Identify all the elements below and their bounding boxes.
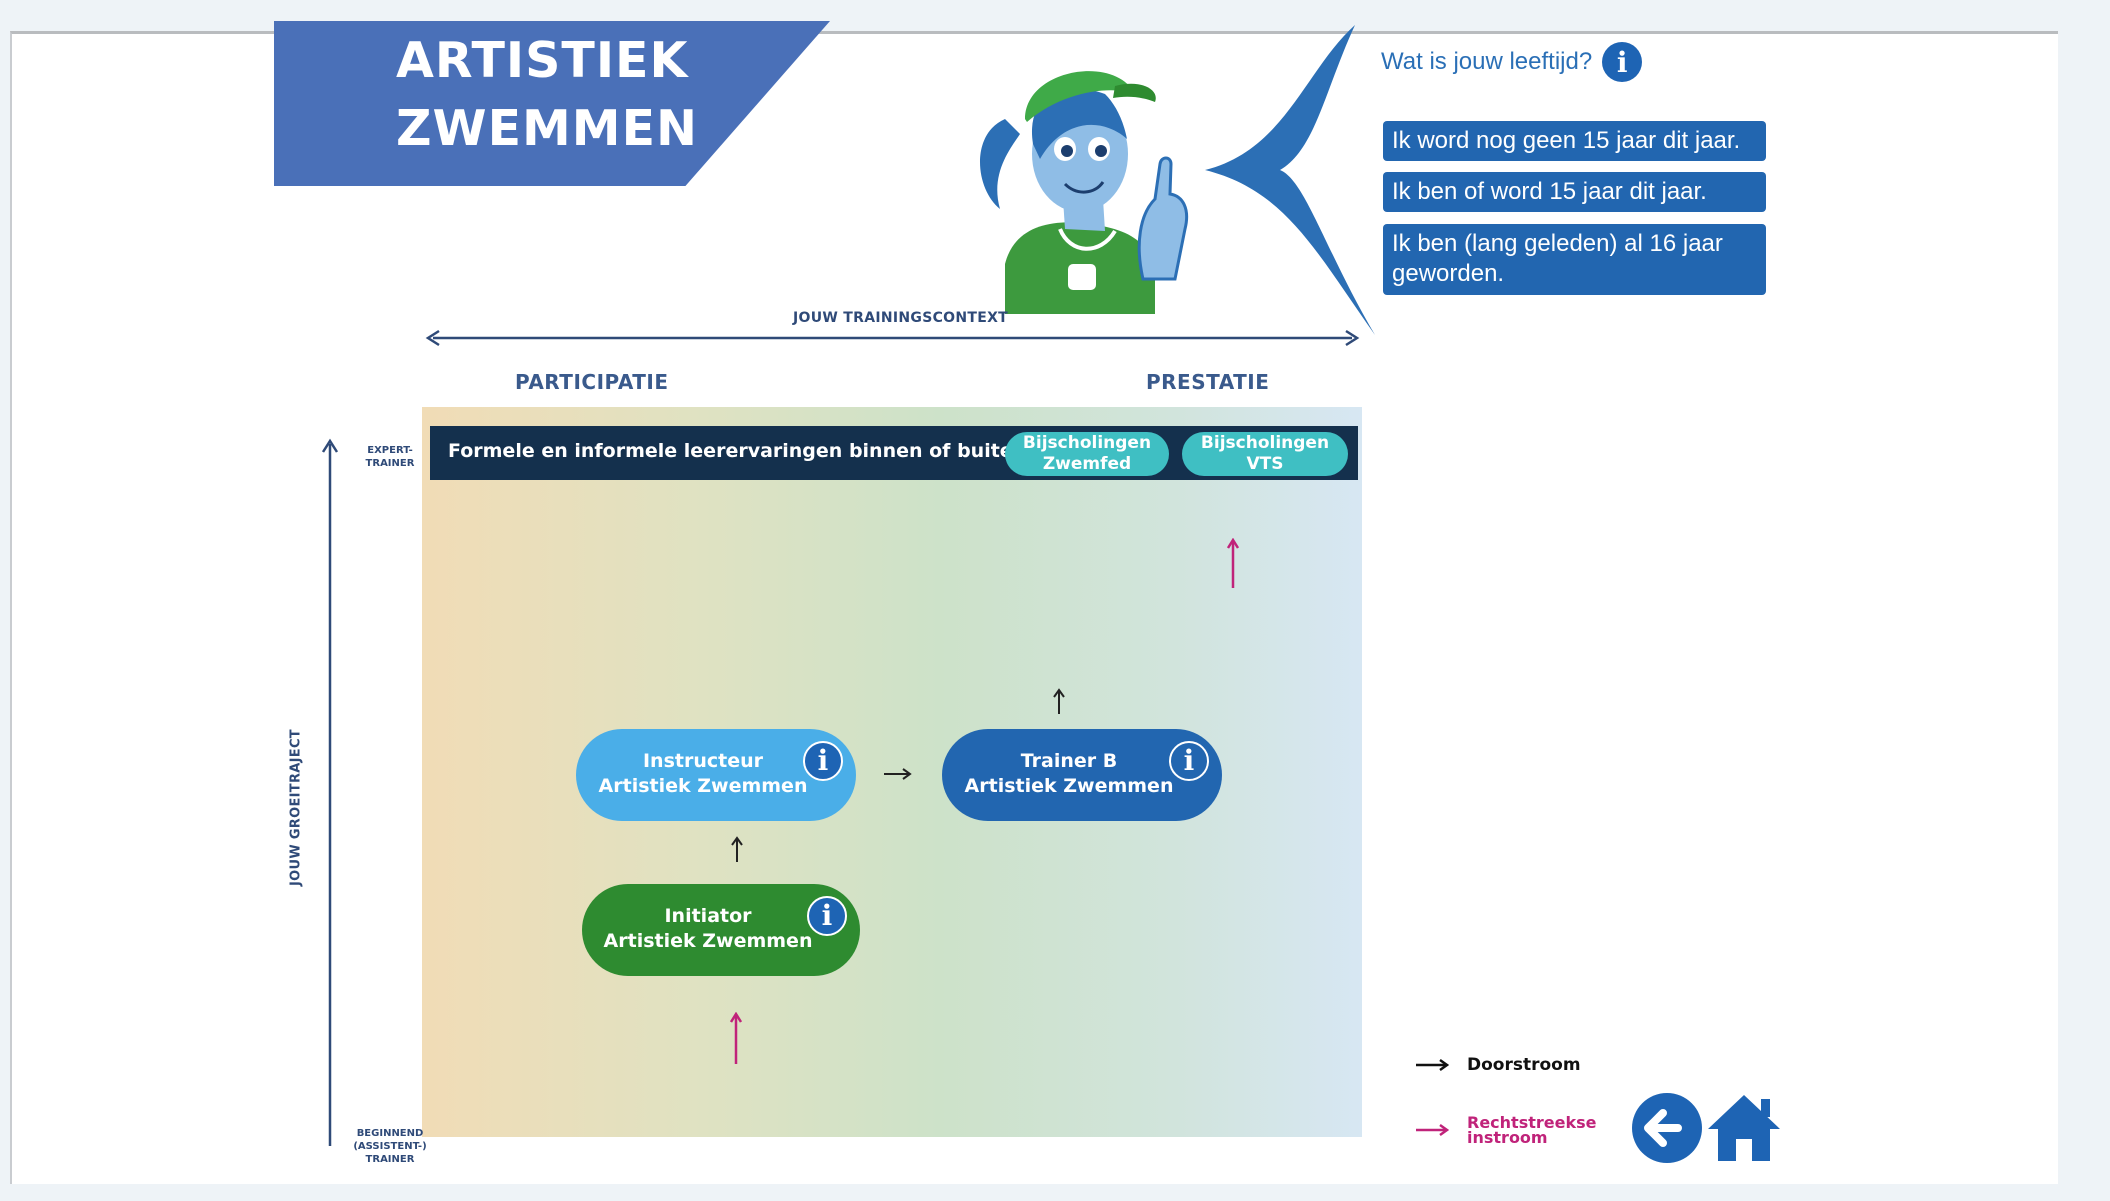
label-line: TRAINER <box>365 458 415 469</box>
training-context-axis <box>425 329 1360 347</box>
doorstroom-arrow-icon <box>1053 688 1065 714</box>
course-line-2: Artistiek Zwemmen <box>598 775 808 797</box>
legend-instroom: Rechtstreekse instroom <box>1415 1113 1597 1147</box>
label-line: BEGINNEND <box>356 1128 424 1139</box>
age-question: Wat is jouw leeftijd? i <box>1381 42 1643 82</box>
course-line-2: Artistiek Zwemmen <box>603 930 813 952</box>
mascot-illustration <box>980 71 1189 314</box>
course-line-1: Instructeur <box>642 750 763 772</box>
instroom-arrow-icon <box>729 1012 743 1064</box>
course-label: Initiator Artistiek Zwemmen <box>582 904 834 954</box>
page-title: ARTISTIEK ZWEMMEN <box>396 27 698 163</box>
home-icon[interactable] <box>1706 1093 1782 1163</box>
column-prestatie: PRESTATIE <box>1146 370 1270 394</box>
doorstroom-arrow-icon <box>884 768 912 780</box>
legend-doorstroom-label: Doorstroom <box>1467 1055 1581 1075</box>
info-icon[interactable]: i <box>807 896 847 936</box>
info-icon[interactable]: i <box>1602 42 1643 82</box>
doorstroom-arrow-icon <box>1416 1058 1449 1072</box>
bijscholingen-zwemfed-button[interactable]: Bijscholingen Zwemfed <box>1005 432 1169 476</box>
growth-axis-label: JOUW GROEITRAJECT <box>288 729 304 886</box>
pill-line-1: Bijscholingen <box>1022 433 1152 453</box>
bijscholingen-vts-button[interactable]: Bijscholingen VTS <box>1182 432 1348 476</box>
course-label: Instructeur Artistiek Zwemmen <box>576 749 830 799</box>
beginnend-trainer-label: BEGINNEND (ASSISTENT-) TRAINER <box>352 1127 428 1166</box>
label-line: EXPERT- <box>367 445 413 456</box>
legend-line-2: instroom <box>1467 1128 1548 1147</box>
instroom-arrow-icon <box>1226 538 1240 588</box>
info-icon[interactable]: i <box>803 741 843 781</box>
legend-doorstroom: Doorstroom <box>1415 1055 1581 1075</box>
title-line-1: ARTISTIEK <box>396 32 689 89</box>
title-line-2: ZWEMMEN <box>396 100 699 157</box>
info-icon[interactable]: i <box>1169 741 1209 781</box>
label-line: TRAINER <box>365 1154 415 1165</box>
course-trainer-b-button[interactable]: Trainer B Artistiek Zwemmen i <box>942 729 1222 821</box>
course-label: Trainer B Artistiek Zwemmen <box>942 749 1196 799</box>
back-arrow-icon[interactable] <box>1630 1091 1704 1165</box>
age-question-label: Wat is jouw leeftijd? <box>1381 48 1593 75</box>
legend-instroom-label: Rechtstreekse instroom <box>1467 1113 1597 1147</box>
pill-line-1: Bijscholingen <box>1200 433 1330 453</box>
speech-bubble-shape <box>1205 25 1375 335</box>
label-line: (ASSISTENT-) <box>353 1141 427 1152</box>
doorstroom-arrow-icon <box>731 836 743 862</box>
legend-line-1: Rechtstreekse <box>1467 1113 1597 1132</box>
learning-experiences-text: Formele en informele leerervaringen binn… <box>448 440 1075 462</box>
expert-trainer-label: EXPERT- TRAINER <box>362 444 418 470</box>
course-instructeur-button[interactable]: Instructeur Artistiek Zwemmen i <box>576 729 856 821</box>
age-option-15[interactable]: Ik ben of word 15 jaar dit jaar. <box>1383 172 1766 212</box>
growth-axis <box>321 438 339 1146</box>
course-line-1: Trainer B <box>1020 750 1118 772</box>
right-margin <box>2058 31 2110 1201</box>
age-option-under-15[interactable]: Ik word nog geen 15 jaar dit jaar. <box>1383 121 1766 161</box>
training-context-label: JOUW TRAININGSCONTEXT <box>793 310 1009 326</box>
pill-line-2: VTS <box>1246 454 1284 474</box>
course-initiator-button[interactable]: Initiator Artistiek Zwemmen i <box>582 884 860 976</box>
instroom-arrow-icon <box>1416 1123 1449 1137</box>
pill-line-2: Zwemfed <box>1042 454 1132 474</box>
age-option-16-plus[interactable]: Ik ben (lang geleden) al 16 jaar geworde… <box>1383 224 1766 295</box>
course-line-1: Initiator <box>664 905 752 927</box>
course-line-2: Artistiek Zwemmen <box>964 775 1174 797</box>
column-participatie: PARTICIPATIE <box>515 370 669 394</box>
